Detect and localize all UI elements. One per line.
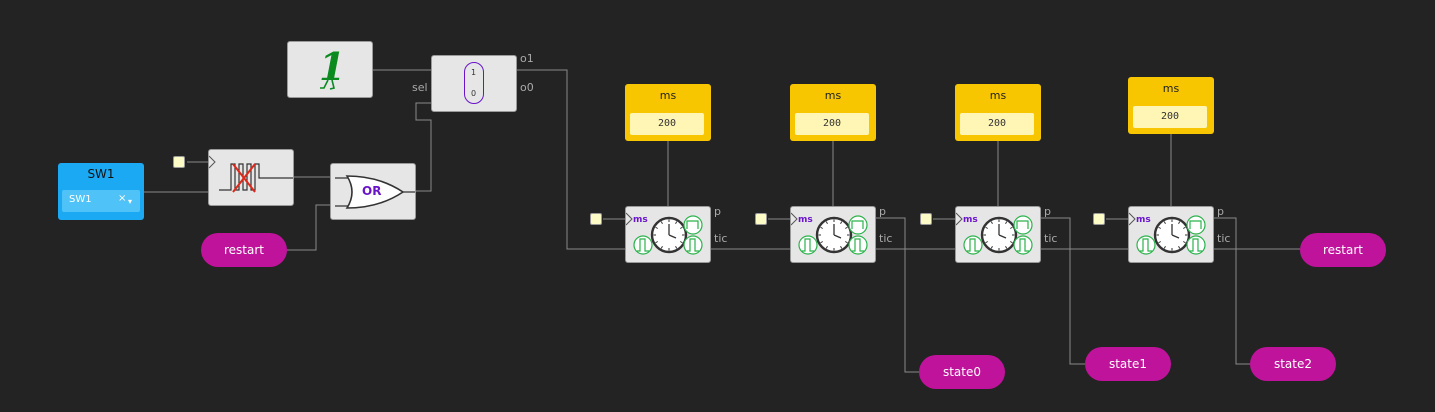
switch-title: SW1 — [87, 167, 115, 181]
ms-title: ms — [989, 89, 1007, 102]
clock-icon — [956, 212, 1033, 255]
debounce-icon — [208, 155, 293, 193]
ms-block-3[interactable]: ms 200 — [955, 84, 1041, 141]
clock-icon — [791, 212, 868, 255]
timer-tic-label: tic — [879, 232, 893, 245]
ms-value-field[interactable]: 200 — [960, 113, 1034, 135]
ms-value-field[interactable]: 200 — [630, 113, 704, 135]
switch-block-sw1[interactable]: SW1 SW1 × ▾ — [58, 163, 144, 220]
clock-icon — [626, 212, 703, 255]
wire-restart-or — [287, 204, 330, 251]
timer-block-2[interactable]: ms — [790, 206, 876, 263]
timer-trigger-square-3[interactable] — [920, 213, 932, 225]
clear-icon[interactable]: × — [118, 193, 127, 204]
timer-ms-label: ms — [963, 215, 978, 225]
ms-block-2[interactable]: ms 200 — [790, 84, 876, 141]
clock-icon — [1129, 212, 1206, 255]
timer-trigger-square-1[interactable] — [590, 213, 602, 225]
timer-block-1[interactable]: ms — [625, 206, 711, 263]
wire-or-sel — [415, 102, 432, 192]
timer-ms-label: ms — [798, 215, 813, 225]
timer-ms-label: ms — [633, 215, 648, 225]
mux-shape — [464, 62, 484, 104]
ms-value-field[interactable]: 200 — [1133, 106, 1207, 128]
or-gate-icon — [335, 175, 415, 209]
constant-block[interactable]: 1 — [287, 41, 373, 98]
debounce-block[interactable] — [208, 149, 294, 206]
timer-tic-label: tic — [1044, 232, 1058, 245]
timer-p-label: p — [1217, 205, 1224, 218]
timer-p-label: p — [714, 205, 721, 218]
constant-legs-icon — [320, 79, 335, 90]
timer-p-label: p — [1044, 205, 1051, 218]
timer-block-4[interactable]: ms — [1128, 206, 1214, 263]
input-trigger-square[interactable] — [173, 156, 185, 168]
timer-ms-label: ms — [1136, 215, 1151, 225]
wire-o1-timer1 — [517, 69, 625, 250]
output-pill-state2[interactable]: state2 — [1250, 347, 1336, 381]
timer-tic-label: tic — [714, 232, 728, 245]
ms-title: ms — [659, 89, 677, 102]
mux-o0-label: o0 — [520, 81, 534, 94]
or-gate-block[interactable]: OR — [330, 163, 416, 220]
timer-trigger-square-4[interactable] — [1093, 213, 1105, 225]
timer-trigger-square-2[interactable] — [755, 213, 767, 225]
output-pill-state0[interactable]: state0 — [919, 355, 1005, 389]
mux-sel-label: sel — [412, 81, 428, 94]
ms-block-4[interactable]: ms 200 — [1128, 77, 1214, 134]
ms-title: ms — [824, 89, 842, 102]
ms-block-1[interactable]: ms 200 — [625, 84, 711, 141]
wire-state1 — [1041, 217, 1085, 365]
output-pill-state1[interactable]: state1 — [1085, 347, 1171, 381]
chevron-down-icon[interactable]: ▾ — [128, 197, 133, 206]
wire-state0 — [876, 217, 919, 373]
mux-top-label: 1 — [471, 68, 477, 77]
mux-bottom-label: 0 — [471, 89, 477, 98]
multiplexer-block[interactable]: 1 0 — [431, 55, 517, 112]
ms-value-field[interactable]: 200 — [795, 113, 869, 135]
ms-title: ms — [1162, 82, 1180, 95]
timer-block-3[interactable]: ms — [955, 206, 1041, 263]
wire-state2 — [1214, 217, 1250, 365]
mux-o1-label: o1 — [520, 52, 534, 65]
switch-select[interactable]: SW1 × ▾ — [62, 190, 140, 212]
switch-selected-value: SW1 — [69, 194, 92, 205]
timer-tic-label: tic — [1217, 232, 1231, 245]
restart-input-pill[interactable]: restart — [201, 233, 287, 267]
output-pill-restart[interactable]: restart — [1300, 233, 1386, 267]
timer-p-label: p — [879, 205, 886, 218]
or-gate-label: OR — [362, 184, 382, 198]
